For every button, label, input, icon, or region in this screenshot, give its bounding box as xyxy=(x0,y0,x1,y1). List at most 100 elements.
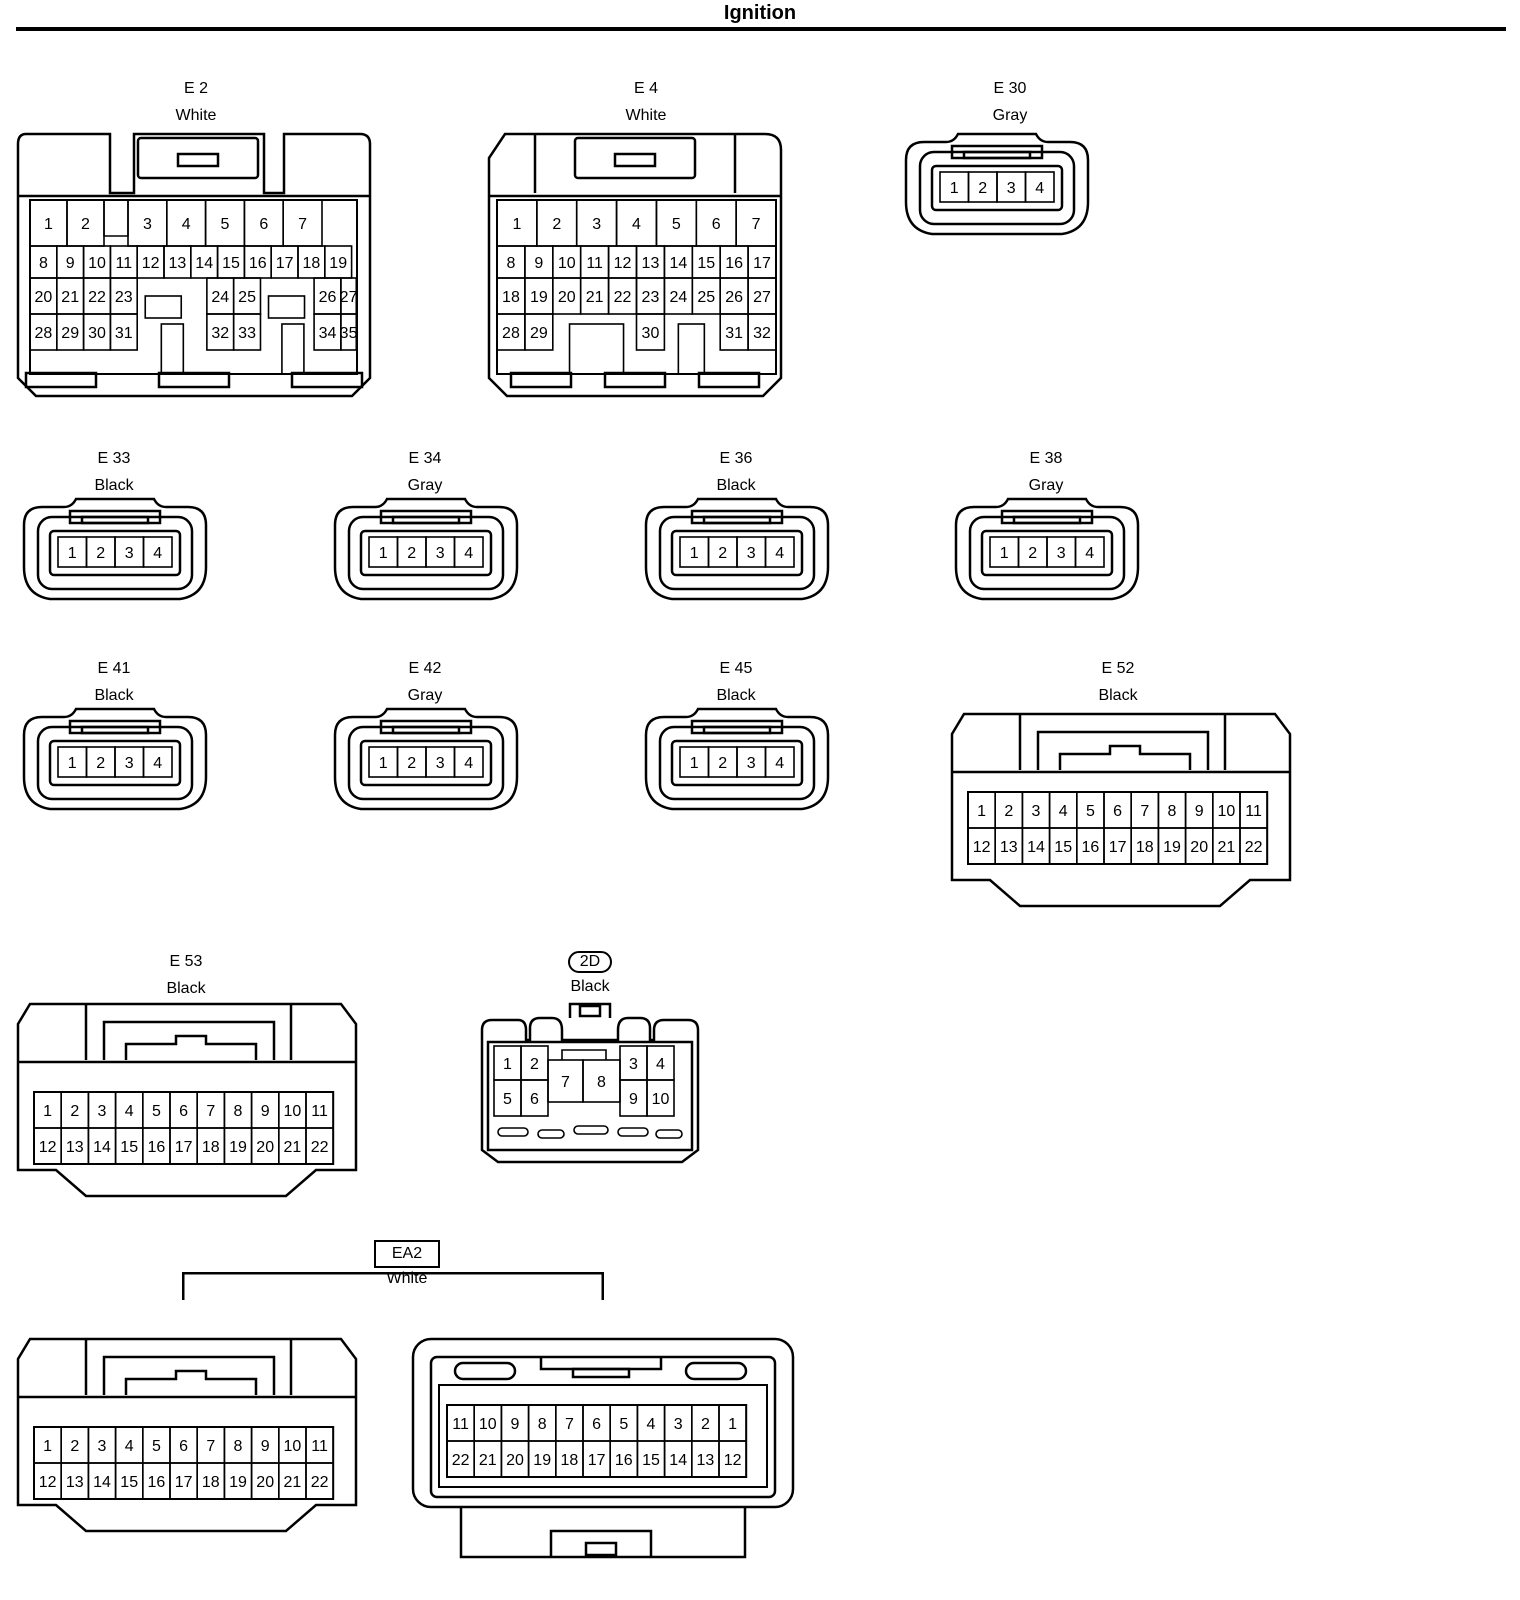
pin-number: 5 xyxy=(619,1416,628,1433)
pin-number: 5 xyxy=(221,216,230,233)
pin-cell: 27 xyxy=(747,277,777,315)
pin-cell: 8 xyxy=(1157,791,1187,829)
pin-number: 4 xyxy=(464,545,473,562)
pin-cell: 20 xyxy=(1184,827,1214,865)
pin-cell: 2 xyxy=(707,746,738,778)
pin-number: 32 xyxy=(211,325,229,342)
pin-number: 18 xyxy=(1136,839,1154,856)
pin-cell: 12 xyxy=(967,827,997,865)
pin-number: 30 xyxy=(642,325,660,342)
pin-cell: 2 xyxy=(1017,536,1048,568)
pin-cell: 32 xyxy=(206,313,235,351)
connector-id: E 45 xyxy=(719,660,753,677)
pin-cell: 3 xyxy=(575,199,618,247)
pin-number: 1 xyxy=(68,545,77,562)
pin-cell: 3 xyxy=(1046,536,1077,568)
pin-cell: 30 xyxy=(635,313,666,351)
pin-number: 4 xyxy=(775,545,784,562)
pin-cell: 8 xyxy=(223,1091,253,1129)
pin-number: 10 xyxy=(284,1103,302,1120)
pin-number: 4 xyxy=(125,1103,134,1120)
pin-number: 7 xyxy=(206,1103,215,1120)
pin-cell: 1 xyxy=(57,536,88,568)
pin-number: 1 xyxy=(503,1056,512,1073)
pin-cell: 14 xyxy=(1021,827,1051,865)
pin-cell: 8 xyxy=(496,245,526,279)
pin-cell: 6 xyxy=(695,199,737,247)
pin-number: 12 xyxy=(142,255,160,272)
pin-cell: 21 xyxy=(277,1462,307,1500)
pin-number: 7 xyxy=(565,1416,574,1433)
pin-number: 16 xyxy=(148,1139,166,1156)
pin-number: 4 xyxy=(1059,803,1068,820)
pin-cell: 11 xyxy=(1239,791,1269,829)
pin-cell: 17 xyxy=(747,245,777,279)
connector-color: Black xyxy=(716,477,756,494)
pin-number: 2 xyxy=(407,755,416,772)
pin-cell: 1 xyxy=(967,791,997,829)
pin-cell: 21 xyxy=(55,277,85,315)
pin-number: 3 xyxy=(592,216,601,233)
pin-cell: 11 xyxy=(109,245,139,279)
pin-number: 2 xyxy=(718,545,727,562)
pin-number: 22 xyxy=(614,289,632,306)
pin-cell: 13 xyxy=(635,245,666,279)
pin-cell: 5 xyxy=(204,199,246,247)
pin-cell: 17 xyxy=(169,1462,199,1500)
pin-cell: 3 xyxy=(127,199,168,247)
pin-cell: 13 xyxy=(60,1462,90,1500)
pin-cell: 16 xyxy=(142,1462,171,1500)
pin-number: 2 xyxy=(718,755,727,772)
pin-cell: 19 xyxy=(524,277,554,315)
pin-cell: 17 xyxy=(270,245,299,279)
pin-number: 3 xyxy=(1032,803,1041,820)
pin-number: 3 xyxy=(125,755,134,772)
pin-number: 2 xyxy=(530,1056,539,1073)
pin-number: 2 xyxy=(1004,803,1013,820)
connector-color: White xyxy=(175,107,217,124)
pin-cell: 13 xyxy=(690,1440,720,1478)
pin-cell: 4 xyxy=(615,199,658,247)
pin-cell: 5 xyxy=(142,1426,171,1464)
pin-cell: 28 xyxy=(496,313,526,351)
pin-number: 4 xyxy=(775,755,784,772)
pin-cell: 18 xyxy=(297,245,326,279)
pin-cell: 18 xyxy=(555,1440,584,1478)
pin-cell: 13 xyxy=(994,827,1024,865)
pin-cell: 22 xyxy=(82,277,112,315)
pin-cell: 9 xyxy=(250,1426,280,1464)
pin-number: 10 xyxy=(284,1438,302,1455)
connector-color: Black xyxy=(1098,687,1138,704)
pin-cell: 14 xyxy=(190,245,219,279)
pin-cell: 12 xyxy=(136,245,165,279)
pin-number: 22 xyxy=(88,289,106,306)
pin-cell: 5 xyxy=(493,1079,522,1117)
pin-cell: 12 xyxy=(607,245,638,279)
pin-cell: 18 xyxy=(1130,827,1160,865)
pin-number: 3 xyxy=(629,1056,638,1073)
pin-number: 2 xyxy=(96,755,105,772)
pin-cell: 6 xyxy=(169,1426,199,1464)
pin-cell: 16 xyxy=(243,245,272,279)
pin-number: 22 xyxy=(1245,839,1263,856)
pin-cell: 4 xyxy=(764,746,795,778)
pin-number: 6 xyxy=(179,1103,188,1120)
page-title: Ignition xyxy=(723,2,797,24)
connector-id: 2D xyxy=(567,951,613,973)
pin-number: 3 xyxy=(747,755,756,772)
pin-number: 11 xyxy=(586,255,603,272)
pin-cell: 16 xyxy=(719,245,749,279)
connector-id: E 41 xyxy=(97,660,131,677)
pin-number: 23 xyxy=(642,289,660,306)
pin-number: 14 xyxy=(93,1139,111,1156)
pin-number: 3 xyxy=(674,1416,683,1433)
pin-cell: 2 xyxy=(520,1045,549,1081)
pin-cell: 14 xyxy=(87,1462,117,1500)
pin-number: 22 xyxy=(311,1474,329,1491)
connector-label-e41: E 41 Black xyxy=(0,660,234,705)
pin-cell: 2 xyxy=(690,1404,720,1442)
pin-cell: 4 xyxy=(1048,791,1078,829)
